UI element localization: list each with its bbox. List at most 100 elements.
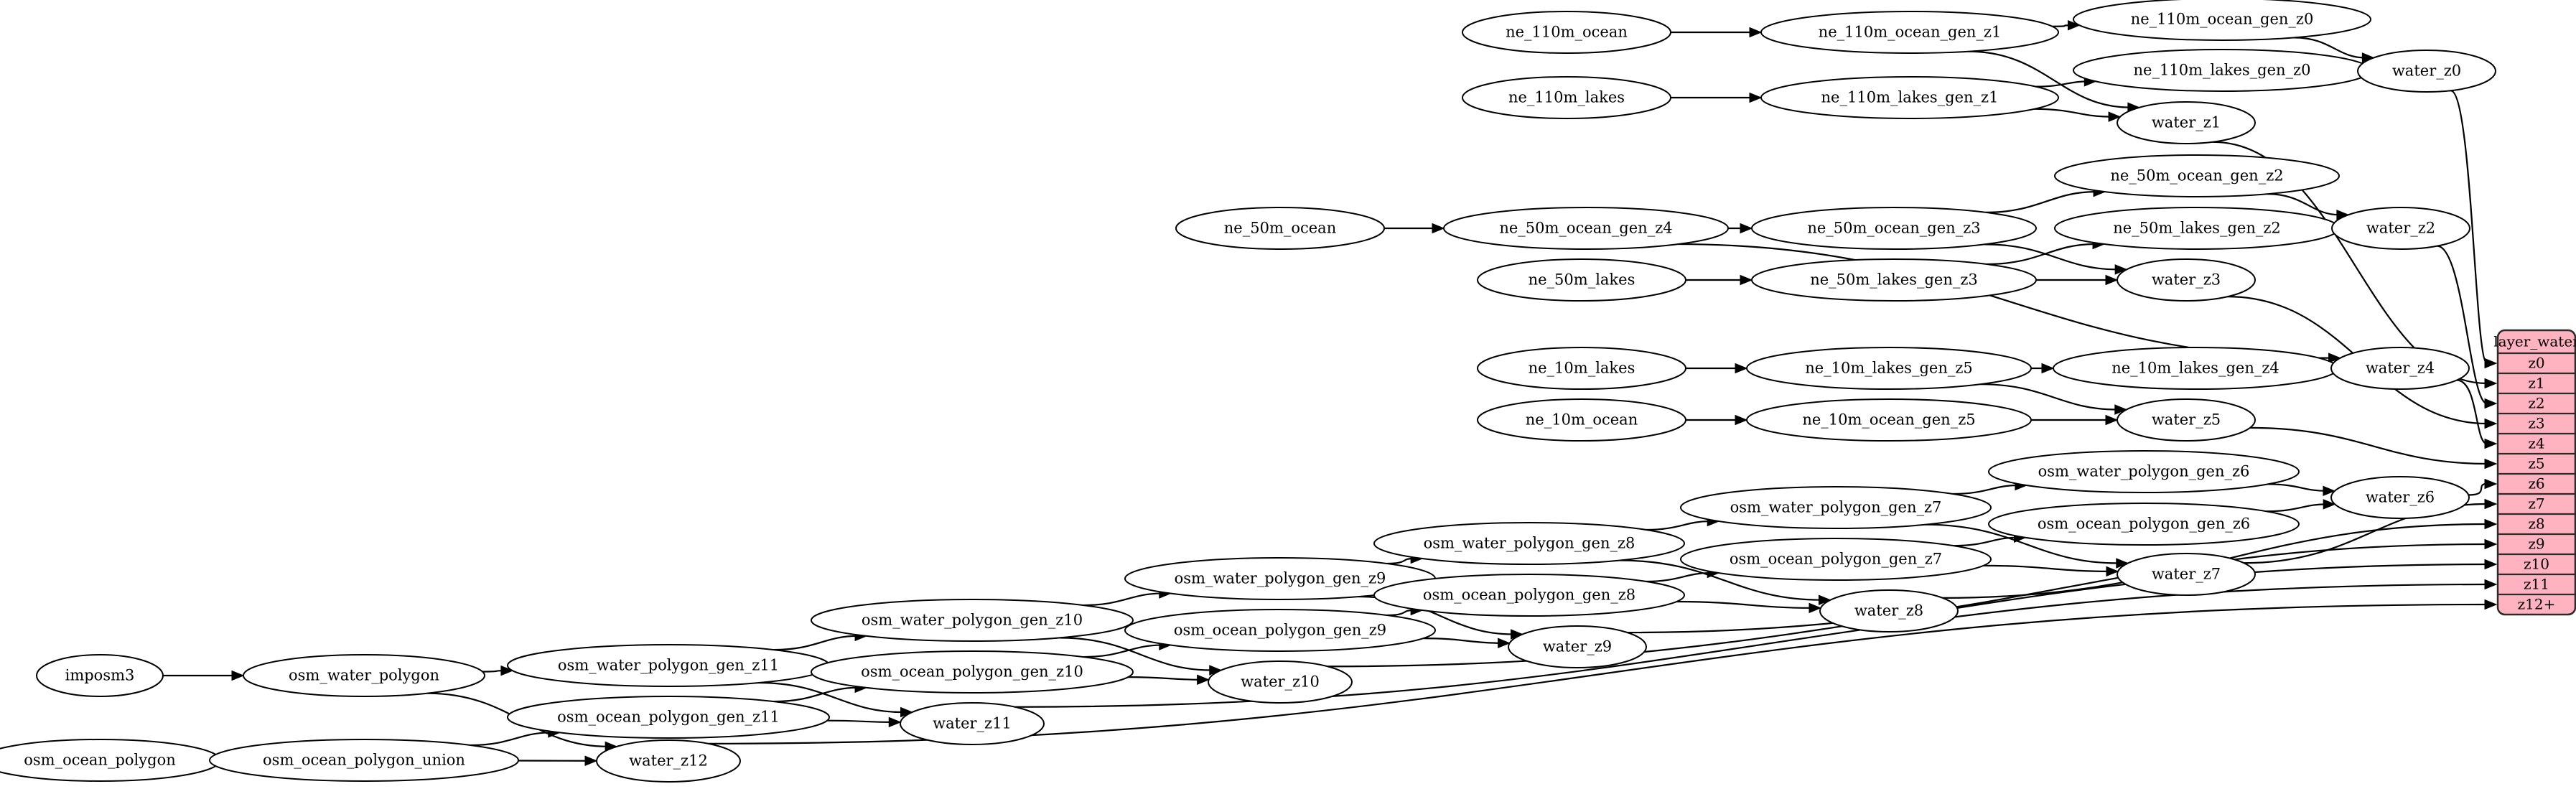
edge-osm_ocean_polygon_gen_z7-to-water_z7 [1983,564,2109,573]
node-ne_50m_lakes_gen_z3[interactable]: ne_50m_lakes_gen_z3 [1751,258,2037,302]
edge-osm_ocean_polygon_gen_z8-to-water_z8 [1676,600,1812,609]
edge-ne_110m_lakes_gen_z1-to-water_z1 [2034,108,2111,118]
record-row-z0[interactable]: z0 [2528,355,2544,372]
node-label: ne_10m_lakes_gen_z4 [2111,360,2279,377]
node-water_z6[interactable]: water_z6 [2330,476,2470,519]
edge-arrowhead [2484,378,2498,389]
node-osm_ocean_polygon_gen_z7[interactable]: osm_ocean_polygon_gen_z7 [1680,538,1992,581]
node-ne_50m_ocean_gen_z2[interactable]: ne_50m_ocean_gen_z2 [2054,154,2340,197]
node-ne_10m_lakes_gen_z5[interactable]: ne_10m_lakes_gen_z5 [1746,347,2032,390]
record-row-z11[interactable]: z11 [2524,576,2549,593]
node-osm_ocean_polygon_union[interactable]: osm_ocean_polygon_union [209,739,519,782]
node-label: water_z0 [2392,62,2461,80]
node-label: ne_10m_lakes_gen_z5 [1805,360,1973,377]
edge-osm_water_polygon_gen_z10-to-water_z10 [1059,637,1212,671]
node-imposm3[interactable]: imposm3 [36,654,164,697]
edge-osm_ocean_polygon_gen_z7-to-osm_ocean_polygon_gen_z6 [1954,536,2017,547]
node-ne_50m_lakes_gen_z2[interactable]: ne_50m_lakes_gen_z2 [2054,207,2340,250]
node-ne_10m_ocean_gen_z5[interactable]: ne_10m_ocean_gen_z5 [1746,398,2032,442]
node-osm_water_polygon_gen_z11[interactable]: osm_water_polygon_gen_z11 [507,644,830,687]
node-osm_water_polygon_gen_z8[interactable]: osm_water_polygon_gen_z8 [1373,522,1685,565]
node-ne_50m_lakes[interactable]: ne_50m_lakes [1477,258,1686,302]
record-row-z4[interactable]: z4 [2528,435,2544,452]
node-label: ne_110m_ocean_gen_z0 [2131,11,2314,28]
record-node-layer-water[interactable]: layer_waterz0z1z2z3z4z5z6z7z8z9z10z11z12… [2493,329,2576,616]
record-row-z3[interactable]: z3 [2528,415,2544,432]
node-ne_50m_ocean_gen_z4[interactable]: ne_50m_ocean_gen_z4 [1443,207,1729,250]
node-osm_ocean_polygon_gen_z6[interactable]: osm_ocean_polygon_gen_z6 [1988,503,2300,546]
edge-osm_ocean_polygon_gen_z11-to-osm_ocean_polygon_gen_z10 [773,686,858,703]
node-label: osm_water_polygon_gen_z6 [2038,463,2250,480]
node-label: osm_ocean_polygon_gen_z7 [1730,551,1942,568]
node-label: ne_110m_lakes_gen_z1 [1821,89,1999,106]
node-ne_110m_ocean[interactable]: ne_110m_ocean [1462,11,1671,54]
edge-arrowhead [2484,358,2498,369]
node-osm_water_polygon[interactable]: osm_water_polygon [243,654,485,697]
node-water_z10[interactable]: water_z10 [1208,660,1353,704]
edge-osm_ocean_polygon_gen_z8-to-osm_ocean_polygon_gen_z7 [1646,571,1710,583]
node-label: ne_10m_ocean [1526,411,1638,429]
node-water_z11[interactable]: water_z11 [900,702,1045,745]
node-ne_50m_ocean_gen_z3[interactable]: ne_50m_ocean_gen_z3 [1751,207,2037,250]
node-osm_water_polygon_gen_z6[interactable]: osm_water_polygon_gen_z6 [1988,450,2300,493]
edge-arrowhead [1197,674,1210,685]
edge-osm_water_polygon_gen_z8-to-water_z8 [1619,559,1821,601]
edge-arrowhead [2484,438,2498,449]
edge-arrowhead [2484,458,2498,470]
record-row-z9[interactable]: z9 [2528,536,2544,553]
node-ne_110m_lakes[interactable]: ne_110m_lakes [1462,76,1671,119]
node-water_z7[interactable]: water_z7 [2117,553,2256,596]
node-label: ne_110m_lakes_gen_z0 [2134,62,2311,79]
node-osm_ocean_polygon_gen_z11[interactable]: osm_ocean_polygon_gen_z11 [507,696,830,739]
record-row-z2[interactable]: z2 [2528,395,2544,412]
record-row-z7[interactable]: z7 [2528,495,2544,513]
node-ne_10m_lakes[interactable]: ne_10m_lakes [1477,347,1686,390]
edge-ne_50m_ocean_gen_z3-to-water_z3 [1984,243,2118,271]
node-osm_ocean_polygon_gen_z10[interactable]: osm_ocean_polygon_gen_z10 [811,650,1134,694]
edge-water_z9-to-layer_water-z9 [1627,543,2488,634]
node-osm_water_polygon_gen_z7[interactable]: osm_water_polygon_gen_z7 [1680,486,1992,529]
node-water_z4[interactable]: water_z4 [2330,347,2470,390]
edge-arrowhead [2484,518,2498,530]
node-water_z2[interactable]: water_z2 [2331,207,2470,250]
edge-arrowhead [500,665,514,676]
node-label: ne_10m_ocean_gen_z5 [1802,411,1975,429]
node-water_z5[interactable]: water_z5 [2117,398,2256,442]
node-water_z12[interactable]: water_z12 [596,739,741,783]
node-water_z9[interactable]: water_z9 [1508,625,1647,668]
record-row-z12p[interactable]: z12+ [2518,596,2556,613]
node-osm_ocean_polygon[interactable]: osm_ocean_polygon [0,739,221,782]
node-water_z8[interactable]: water_z8 [1819,589,1959,632]
node-water_z3[interactable]: water_z3 [2117,258,2256,302]
edge-arrowhead [1818,594,1831,605]
node-label: osm_water_polygon_gen_z10 [862,612,1083,629]
record-row-z10[interactable]: z10 [2524,556,2549,573]
edge-arrowhead [2114,264,2128,275]
edge-arrowhead [1740,274,1753,286]
node-osm_water_polygon_gen_z10[interactable]: osm_water_polygon_gen_z10 [811,599,1134,642]
record-row-z1[interactable]: z1 [2528,375,2544,392]
node-osm_ocean_polygon_gen_z9[interactable]: osm_ocean_polygon_gen_z9 [1124,609,1436,652]
node-osm_ocean_polygon_gen_z8[interactable]: osm_ocean_polygon_gen_z8 [1373,574,1685,617]
edge-water_z5-to-layer_water-z5 [2250,426,2488,465]
node-ne_10m_ocean[interactable]: ne_10m_ocean [1477,398,1686,442]
node-label: ne_110m_ocean [1506,24,1628,41]
node-label: ne_50m_ocean [1224,220,1336,237]
edge-arrowhead [2041,363,2055,374]
node-water_z0[interactable]: water_z0 [2357,50,2496,93]
edge-ne_50m_ocean_gen_z2-to-water_z2 [2267,193,2339,216]
node-ne_110m_lakes_gen_z0[interactable]: ne_110m_lakes_gen_z0 [2073,49,2371,92]
node-ne_110m_lakes_gen_z1[interactable]: ne_110m_lakes_gen_z1 [1760,76,2059,119]
node-ne_10m_lakes_gen_z4[interactable]: ne_10m_lakes_gen_z4 [2053,347,2338,390]
node-ne_110m_ocean_gen_z0[interactable]: ne_110m_ocean_gen_z0 [2073,0,2371,41]
node-ne_50m_ocean[interactable]: ne_50m_ocean [1175,207,1385,250]
edge-osm_ocean_polygon_gen_z6-to-water_z6 [2266,503,2326,513]
node-water_z1[interactable]: water_z1 [2117,101,2256,144]
record-row-z8[interactable]: z8 [2528,515,2544,533]
record-row-z6[interactable]: z6 [2528,475,2544,492]
node-label: osm_water_polygon [289,667,439,684]
node-ne_110m_ocean_gen_z1[interactable]: ne_110m_ocean_gen_z1 [1760,11,2059,54]
edge-arrowhead [2323,499,2336,510]
record-row-z5[interactable]: z5 [2528,455,2544,472]
